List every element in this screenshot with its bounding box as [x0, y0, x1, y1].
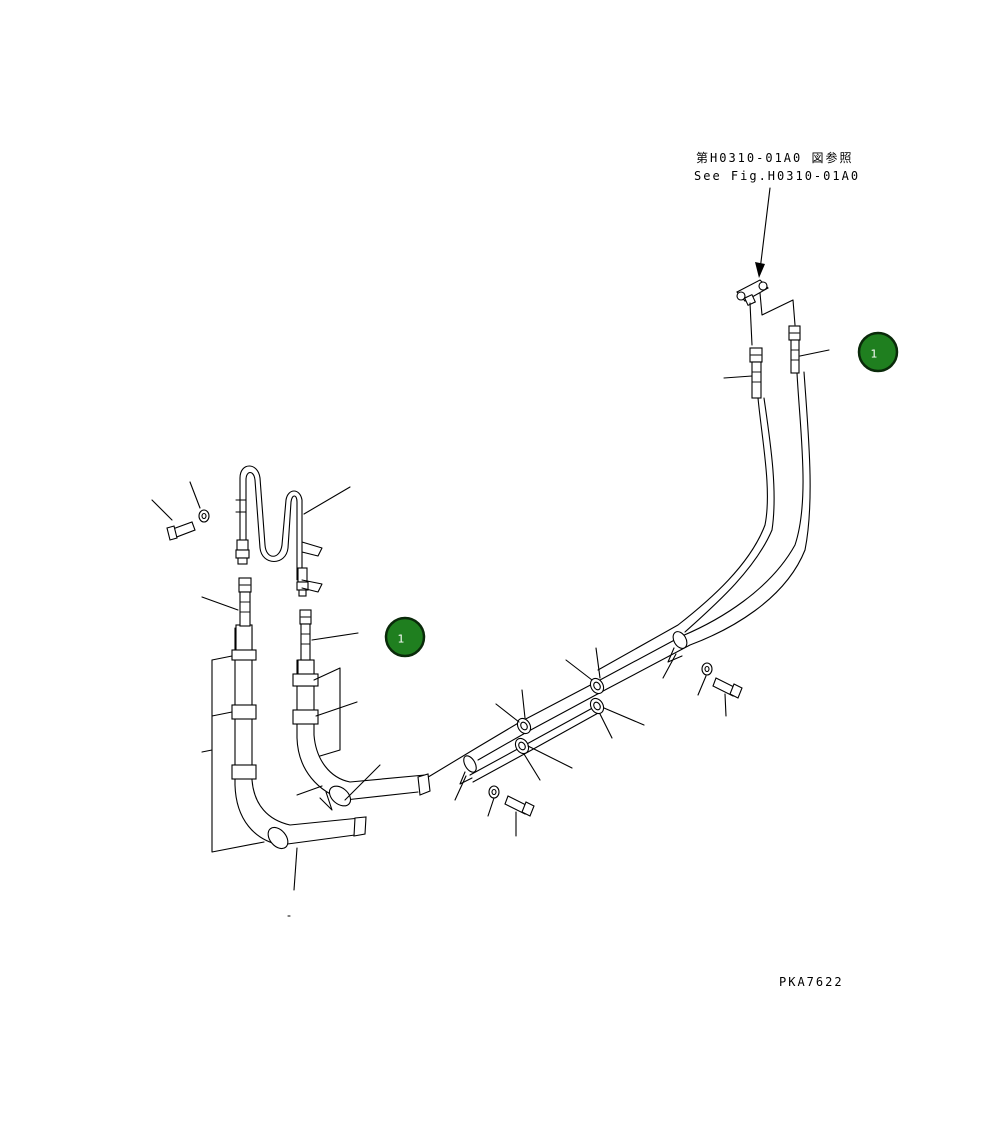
hose-end-left-a	[238, 577, 252, 627]
grommet-d	[514, 737, 530, 755]
clamp-lower	[459, 755, 477, 785]
grommet-a	[589, 677, 605, 695]
leader-lines	[151, 349, 830, 917]
callout-badge-1-left[interactable]: 1	[384, 616, 426, 658]
washer-right	[701, 662, 713, 676]
hose-left-sheath-a	[231, 624, 367, 850]
drawing-code: PKA7622	[779, 975, 844, 989]
hose-long-outer	[419, 371, 811, 783]
reference-arrow	[755, 187, 771, 278]
hose-end-right-b	[788, 325, 801, 374]
bolt-middle	[504, 795, 535, 817]
bent-tube	[235, 465, 323, 597]
hose-end-right-a	[749, 347, 763, 399]
hose-left-sheath-b	[292, 659, 431, 811]
hose-end-left-b	[299, 609, 312, 661]
grommet-c	[516, 717, 532, 735]
grommet-b	[589, 697, 605, 715]
reference-label-jp: 第H0310-01A0 図参照	[696, 150, 853, 165]
clamp-upper	[667, 631, 688, 663]
guard-plate-right	[313, 667, 341, 757]
reference-label-en: See Fig.H0310-01A0	[694, 169, 860, 183]
tee-fitting	[736, 279, 796, 346]
washer-middle	[488, 785, 500, 799]
bolt-right	[712, 677, 743, 699]
callout-badge-1-right[interactable]: 1	[857, 331, 899, 373]
bolt-left	[166, 521, 196, 541]
guard-plate-left	[211, 655, 265, 853]
washer-left	[198, 509, 210, 523]
